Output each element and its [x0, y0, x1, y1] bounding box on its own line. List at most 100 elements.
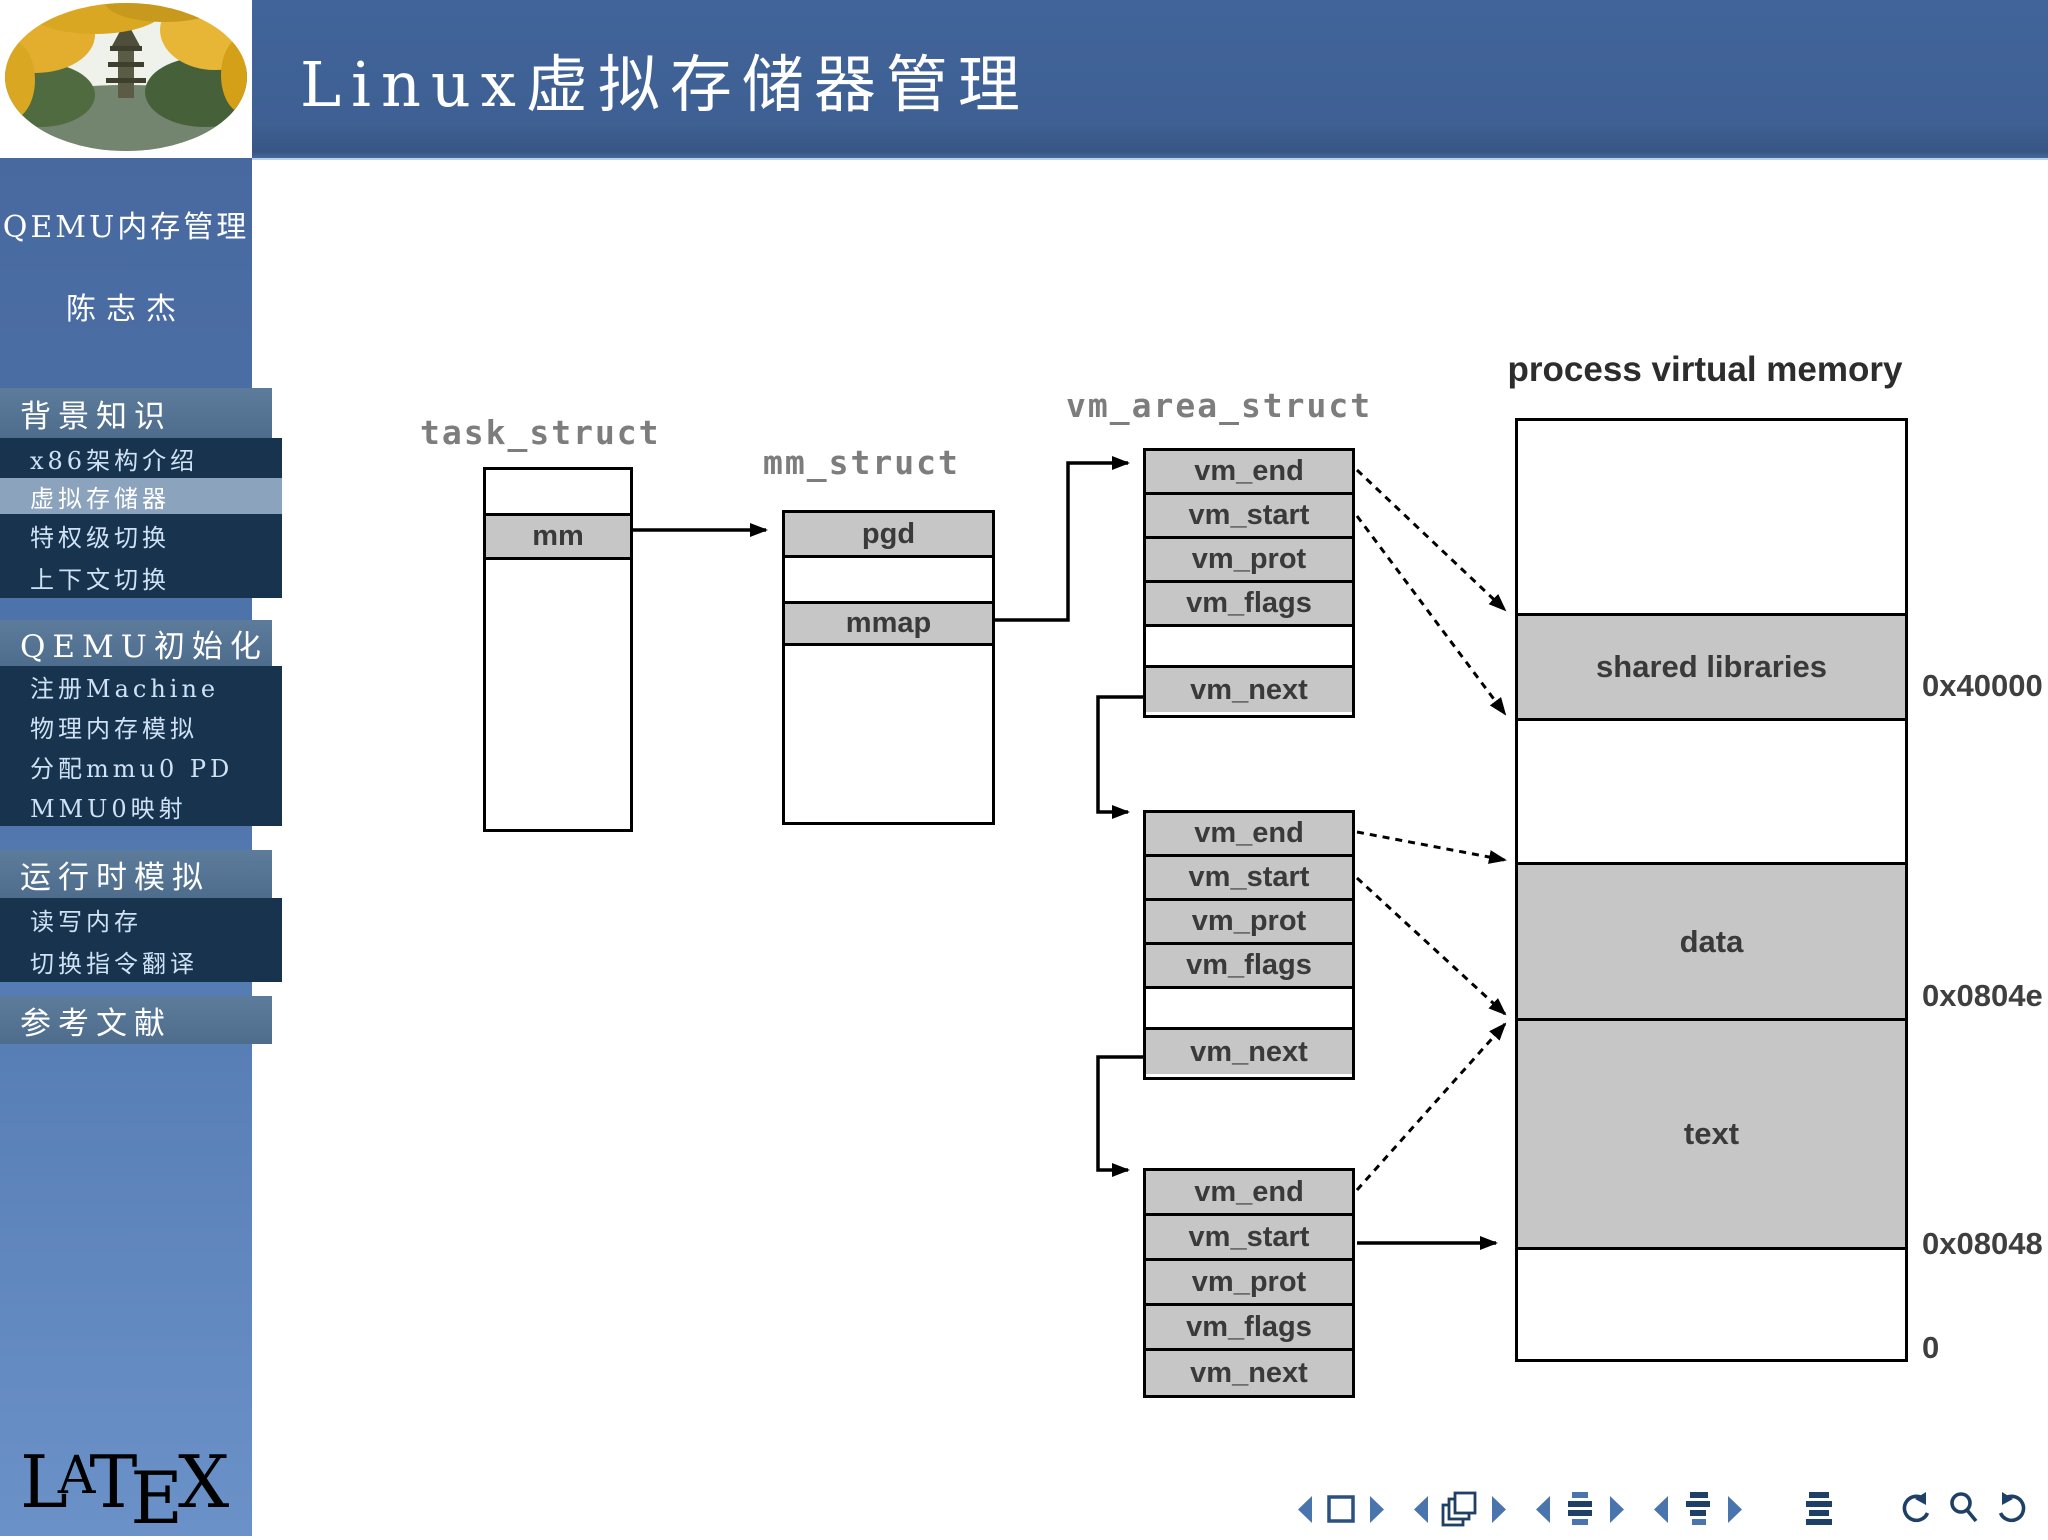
slide-header: Linux虚拟存储器管理: [252, 0, 2048, 160]
arrow-vmnext2-to-vm3: [1096, 1055, 1143, 1177]
arrow-mmap-to-vm1: [995, 456, 1130, 622]
task-struct-empty-cell: [486, 470, 630, 513]
sidebar-section-runtime-sim[interactable]: 运行时模拟: [0, 850, 272, 898]
memory-region-data: data: [1518, 865, 1905, 1021]
address-zero: 0: [1922, 1330, 1940, 1365]
nav-group-slide: [1298, 1493, 1384, 1525]
sidebar-item-privilege-switch[interactable]: 特权级切换: [0, 514, 282, 556]
forward-icon[interactable]: [1994, 1490, 2032, 1528]
presentation-icon[interactable]: [1802, 1491, 1836, 1527]
vm-prot-cell: vm_prot: [1146, 901, 1352, 945]
vm-start-cell: vm_start: [1146, 857, 1352, 901]
sidebar-item-register-machine[interactable]: 注册Machine: [0, 666, 282, 706]
sidebar: QEMU内存管理 陈志杰 背景知识 x86架构介绍 虚拟存储器 特权级切换 上下…: [0, 158, 282, 1540]
vm-next-cell: vm_next: [1146, 1030, 1352, 1074]
subsection-icon[interactable]: [1563, 1491, 1597, 1527]
next-slide-arrow-icon[interactable]: [1370, 1495, 1384, 1523]
mm-struct-pgd-cell: pgd: [785, 513, 992, 558]
sidebar-section-references[interactable]: 参考文献: [0, 996, 272, 1044]
arrow-vm1end-to-sharedlib-top: [1355, 468, 1507, 612]
latex-logo-e: E: [130, 1456, 183, 1540]
task-struct-box: mm: [483, 467, 633, 832]
vm-empty-cell: [1146, 989, 1352, 1030]
slide-title: Linux虚拟存储器管理: [300, 48, 1030, 121]
latex-logo-a: A: [57, 1446, 96, 1506]
vm-flags-cell: vm_flags: [1146, 1306, 1352, 1351]
arrow-vm3end-to-text-top: [1355, 1022, 1507, 1191]
author-name: 陈志杰: [66, 292, 186, 324]
nav-group-history: [1896, 1490, 2032, 1528]
vm-start-cell: vm_start: [1146, 495, 1352, 539]
sidebar-item-context-switch[interactable]: 上下文切换: [0, 556, 282, 598]
vm-prot-cell: vm_prot: [1146, 539, 1352, 583]
process-virtual-memory-title: process virtual memory: [1507, 350, 1903, 389]
address-text-base: 0x08048: [1922, 1226, 2043, 1261]
pagoda-photo-illustration: [5, 3, 247, 151]
vm-area-struct-node-3: vm_end vm_start vm_prot vm_flags vm_next: [1143, 1168, 1355, 1398]
latex-logo-x: X: [177, 1440, 230, 1524]
arrow-vmnext1-to-vm2: [1096, 695, 1143, 819]
find-icon[interactable]: [1947, 1490, 1981, 1528]
prev-subsection-arrow-icon[interactable]: [1536, 1495, 1550, 1523]
vm-next-cell: vm_next: [1146, 668, 1352, 712]
sidebar-item-virtual-memory[interactable]: 虚拟存储器: [0, 478, 282, 514]
mm-struct-mmap-cell: mmap: [785, 601, 992, 646]
next-section-arrow-icon[interactable]: [1728, 1495, 1742, 1523]
sidebar-item-mmu0-mapping[interactable]: MMU0映射: [0, 786, 282, 826]
vm-area-struct-node-2: vm_end vm_start vm_prot vm_flags vm_next: [1143, 810, 1355, 1080]
vm-empty-cell: [1146, 627, 1352, 668]
latex-logo-t: T: [89, 1440, 138, 1524]
back-icon[interactable]: [1896, 1490, 1934, 1528]
beamer-navigation-bar: [1298, 1490, 2032, 1528]
memory-region-top-empty: [1518, 421, 1905, 616]
address-data-base: 0x0804e: [1922, 978, 2043, 1013]
nav-group-subsection: [1536, 1491, 1624, 1527]
presentation-title: QEMU内存管理: [2, 210, 250, 242]
arrow-vm2end-to-data-top: [1356, 830, 1507, 864]
sidebar-item-x86-arch[interactable]: x86架构介绍: [0, 438, 282, 478]
latex-logo: LATEX: [20, 1440, 229, 1540]
vm-end-cell: vm_end: [1146, 813, 1352, 857]
prev-slide-arrow-icon[interactable]: [1298, 1495, 1312, 1523]
task-struct-label: task_struct: [420, 413, 661, 452]
prev-section-arrow-icon[interactable]: [1654, 1495, 1668, 1523]
section-icon[interactable]: [1681, 1491, 1715, 1527]
task-struct-mm-cell: mm: [486, 513, 630, 560]
sidebar-item-physical-memory-sim[interactable]: 物理内存模拟: [0, 706, 282, 746]
memory-region-shared-libraries: shared libraries: [1518, 616, 1905, 721]
vm-flags-cell: vm_flags: [1146, 583, 1352, 627]
nav-group-section: [1654, 1491, 1742, 1527]
slide-icon[interactable]: [1325, 1493, 1357, 1525]
prev-frame-arrow-icon[interactable]: [1414, 1495, 1428, 1523]
memory-region-text: text: [1518, 1021, 1905, 1250]
sidebar-item-alloc-mmu0-pd[interactable]: 分配mmu0 PD: [0, 746, 282, 786]
next-subsection-arrow-icon[interactable]: [1610, 1495, 1624, 1523]
vm-end-cell: vm_end: [1146, 1171, 1352, 1216]
vm-end-cell: vm_end: [1146, 451, 1352, 495]
sidebar-item-switch-instr-translation[interactable]: 切换指令翻译: [0, 940, 282, 982]
nav-group-presentation: [1802, 1491, 1836, 1527]
vm-flags-cell: vm_flags: [1146, 945, 1352, 989]
frame-icon[interactable]: [1441, 1491, 1479, 1527]
mm-struct-label: mm_struct: [763, 443, 960, 482]
nav-group-frame: [1414, 1491, 1506, 1527]
sidebar-section-background[interactable]: 背景知识: [0, 388, 272, 438]
process-virtual-memory-box: shared libraries data text: [1515, 418, 1908, 1362]
sidebar-item-read-write-memory[interactable]: 读写内存: [0, 898, 282, 940]
sidebar-section-qemu-init[interactable]: QEMU初始化: [0, 620, 272, 666]
latex-logo-l: L: [20, 1440, 68, 1524]
vm-next-cell: vm_next: [1146, 1351, 1352, 1395]
vm-area-struct-node-1: vm_end vm_start vm_prot vm_flags vm_next: [1143, 448, 1355, 718]
vm-area-struct-label: vm_area_struct: [1066, 386, 1373, 425]
vm-start-cell: vm_start: [1146, 1216, 1352, 1261]
address-shared-libraries-base: 0x40000: [1922, 668, 2043, 703]
vm-prot-cell: vm_prot: [1146, 1261, 1352, 1306]
arrow-vm2start-to-data-bottom: [1355, 876, 1507, 1016]
campus-photo: [0, 0, 252, 158]
arrow-vm1start-to-sharedlib-bottom: [1355, 515, 1507, 716]
mm-struct-empty-cell: [785, 558, 992, 601]
memory-region-bottom-empty: [1518, 1250, 1905, 1353]
memory-region-empty-gap: [1518, 721, 1905, 865]
next-frame-arrow-icon[interactable]: [1492, 1495, 1506, 1523]
